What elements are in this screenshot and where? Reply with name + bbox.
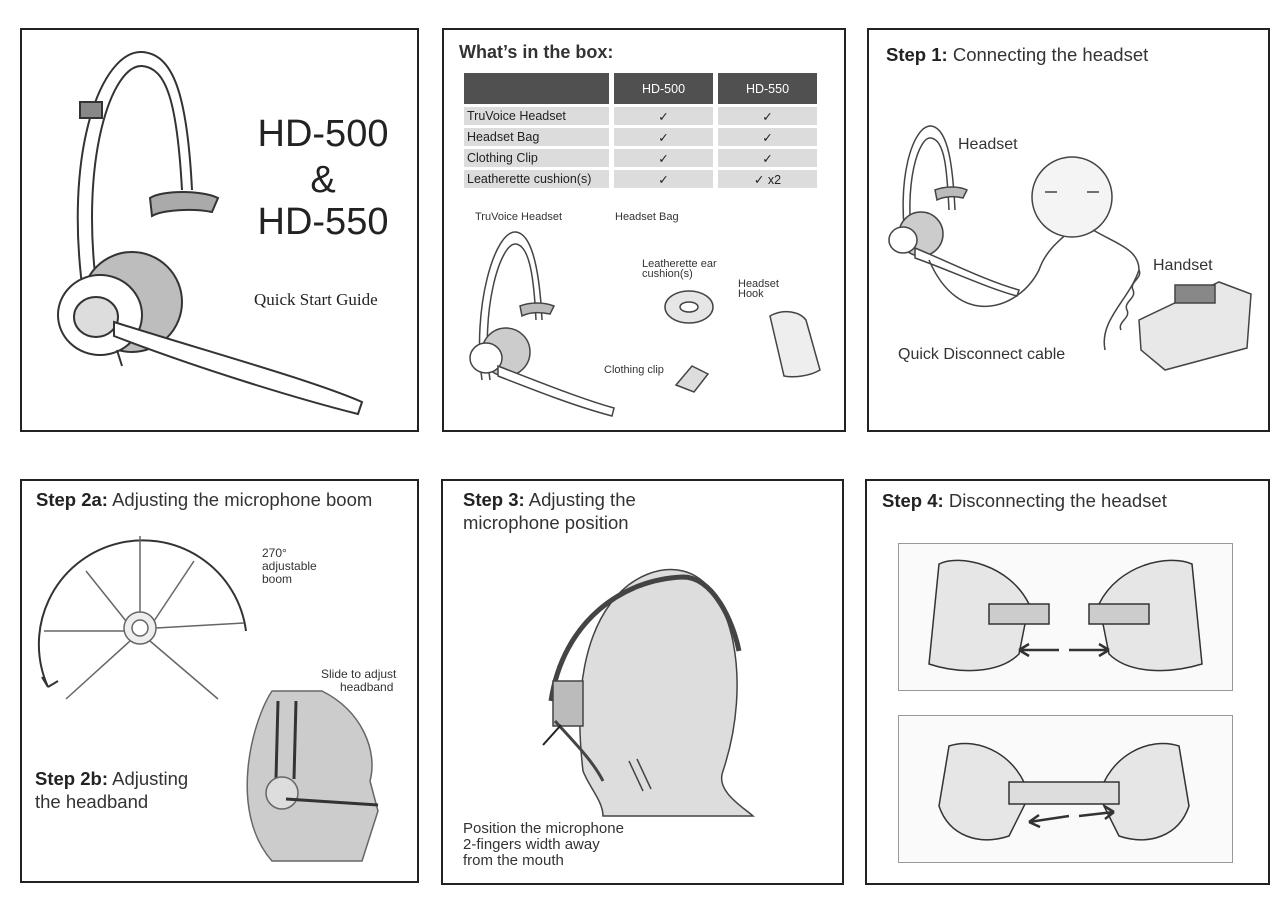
check-cell: ✓ <box>718 149 817 167</box>
disconnect-image-2 <box>898 715 1233 863</box>
step3-text-2: microphone position <box>463 512 629 533</box>
cover-panel: HD-500 & HD-550 Quick Start Guide <box>20 28 419 432</box>
label-bag: Headset Bag <box>615 211 679 223</box>
step2b-text: Adjusting <box>107 768 189 789</box>
table-row: Clothing Clip ✓ ✓ <box>464 149 817 167</box>
table-header-row: HD-500 HD-550 <box>464 73 817 104</box>
slide-note-2: headband <box>340 680 394 694</box>
column-header: HD-550 <box>718 73 817 104</box>
check-cell: ✓ <box>614 128 713 146</box>
check-cell: ✓ <box>614 149 713 167</box>
step2a-label: Step 2a: <box>36 489 108 510</box>
mic-position-diagram <box>542 568 755 817</box>
check-cell: ✓ <box>718 107 817 125</box>
step4-panel: Step 4: Disconnecting the headset <box>865 479 1270 885</box>
label-cushion-2: cushion(s) <box>642 268 693 280</box>
step1-label: Step 1: <box>886 44 948 65</box>
step2b-title: Step 2b: Adjusting <box>35 767 188 790</box>
note-line-3: from the mouth <box>463 852 564 869</box>
note-line-2: 2-fingers width away <box>463 836 600 853</box>
step4-text: Disconnecting the headset <box>943 490 1167 511</box>
label-handset: Handset <box>1153 257 1213 274</box>
step2b-text-2: the headband <box>35 791 149 812</box>
column-header: HD-500 <box>614 73 713 104</box>
item-cell: Headset Bag <box>464 128 609 146</box>
check-cell: ✓ <box>614 170 713 188</box>
slide-note-1: Slide to adjust <box>321 667 397 681</box>
step1-text: Connecting the headset <box>947 44 1149 65</box>
boom-note-2: adjustable <box>262 559 317 573</box>
table-row: TruVoice Headset ✓ ✓ <box>464 107 817 125</box>
step2a-text: Adjusting the microphone boom <box>107 489 373 510</box>
box-items-illustration <box>469 231 821 417</box>
step1-panel: Step 1: Connecting the headset Headset H… <box>867 28 1270 432</box>
step2a-title: Step 2a: Adjusting the microphone boom <box>36 488 372 511</box>
box-contents-panel: What’s in the box: HD-500 HD-550 TruVoic… <box>442 28 846 432</box>
table-row: Headset Bag ✓ ✓ <box>464 128 817 146</box>
step1-title: Step 1: Connecting the headset <box>886 43 1148 66</box>
ampersand: & <box>310 159 336 201</box>
step2-panel: Step 2a: Adjusting the microphone boom 2… <box>20 479 419 883</box>
box-title: What’s in the box: <box>459 42 614 62</box>
item-cell: Clothing Clip <box>464 149 609 167</box>
step3-panel: Step 3: Adjusting the microphone positio… <box>441 479 844 885</box>
headset-illustration <box>57 50 364 416</box>
connection-diagram <box>888 125 1252 371</box>
boom-note-3: boom <box>262 572 293 586</box>
label-hook-2: Hook <box>738 288 764 300</box>
note-line-1: Position the microphone <box>463 820 624 837</box>
pull-apart-illustration <box>928 559 1203 672</box>
boom-note-1: 270° <box>262 546 287 560</box>
check-cell: ✓ <box>718 128 817 146</box>
guide-subtitle: Quick Start Guide <box>254 290 378 309</box>
step3-text: Adjusting the <box>524 489 636 510</box>
label-headset: TruVoice Headset <box>475 211 563 223</box>
hold-connector-illustration <box>938 742 1190 841</box>
label-cushion: Leatherette ear <box>642 258 717 270</box>
step4-label: Step 4: <box>882 490 944 511</box>
check-cell: ✓ <box>614 107 713 125</box>
label-headset: Headset <box>958 136 1018 153</box>
step4-title: Step 4: Disconnecting the headset <box>882 489 1167 512</box>
table-row: Leatherette cushion(s) ✓ ✓ x2 <box>464 170 817 188</box>
contents-table: HD-500 HD-550 TruVoice Headset ✓ ✓ Heads… <box>459 70 822 191</box>
step3-title: Step 3: Adjusting the <box>463 488 636 511</box>
boom-rotation-diagram <box>37 536 379 862</box>
step3-label: Step 3: <box>463 489 525 510</box>
disconnect-image-1 <box>898 543 1233 691</box>
model-a-title: HD-500 <box>257 113 389 155</box>
item-cell: Leatherette cushion(s) <box>464 170 609 188</box>
step2b-label: Step 2b: <box>35 768 108 789</box>
label-clip: Clothing clip <box>604 364 664 376</box>
label-cable: Quick Disconnect cable <box>898 346 1066 363</box>
check-cell: ✓ x2 <box>718 170 817 188</box>
model-b-title: HD-550 <box>257 201 389 243</box>
label-hook: Headset <box>738 278 779 290</box>
item-cell: TruVoice Headset <box>464 107 609 125</box>
column-header <box>464 73 609 104</box>
